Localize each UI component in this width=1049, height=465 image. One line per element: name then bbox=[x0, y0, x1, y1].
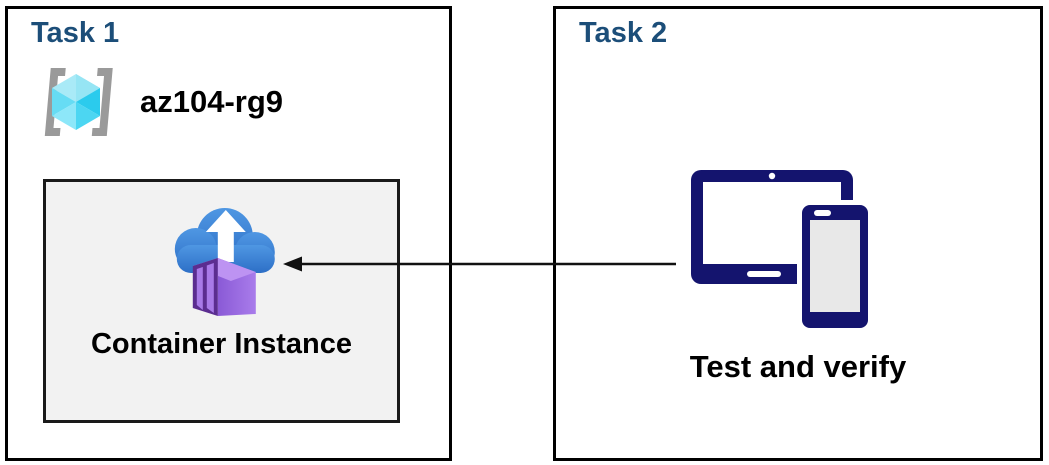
resource-group-icon bbox=[44, 68, 113, 136]
container-instance-box: Container Instance bbox=[43, 179, 400, 423]
task2-box: Task 2 Test and verify bbox=[553, 6, 1043, 461]
resource-group-name: az104-rg9 bbox=[140, 84, 284, 119]
devices-icon bbox=[691, 170, 877, 332]
test-verify-label: Test and verify bbox=[689, 349, 907, 384]
task1-box: Task 1 az104-rg9 bbox=[5, 6, 452, 461]
container-instance-icon bbox=[174, 208, 275, 316]
container-glyph bbox=[192, 258, 256, 316]
cube-glyph bbox=[52, 74, 100, 130]
upload-arrow-glyph bbox=[205, 210, 246, 262]
task1-title: Task 1 bbox=[31, 17, 120, 49]
phone-glyph bbox=[797, 200, 877, 332]
container-instance-label: Container Instance bbox=[90, 328, 353, 360]
resource-group-row: az104-rg9 bbox=[34, 65, 283, 139]
task2-title: Task 2 bbox=[579, 17, 668, 49]
